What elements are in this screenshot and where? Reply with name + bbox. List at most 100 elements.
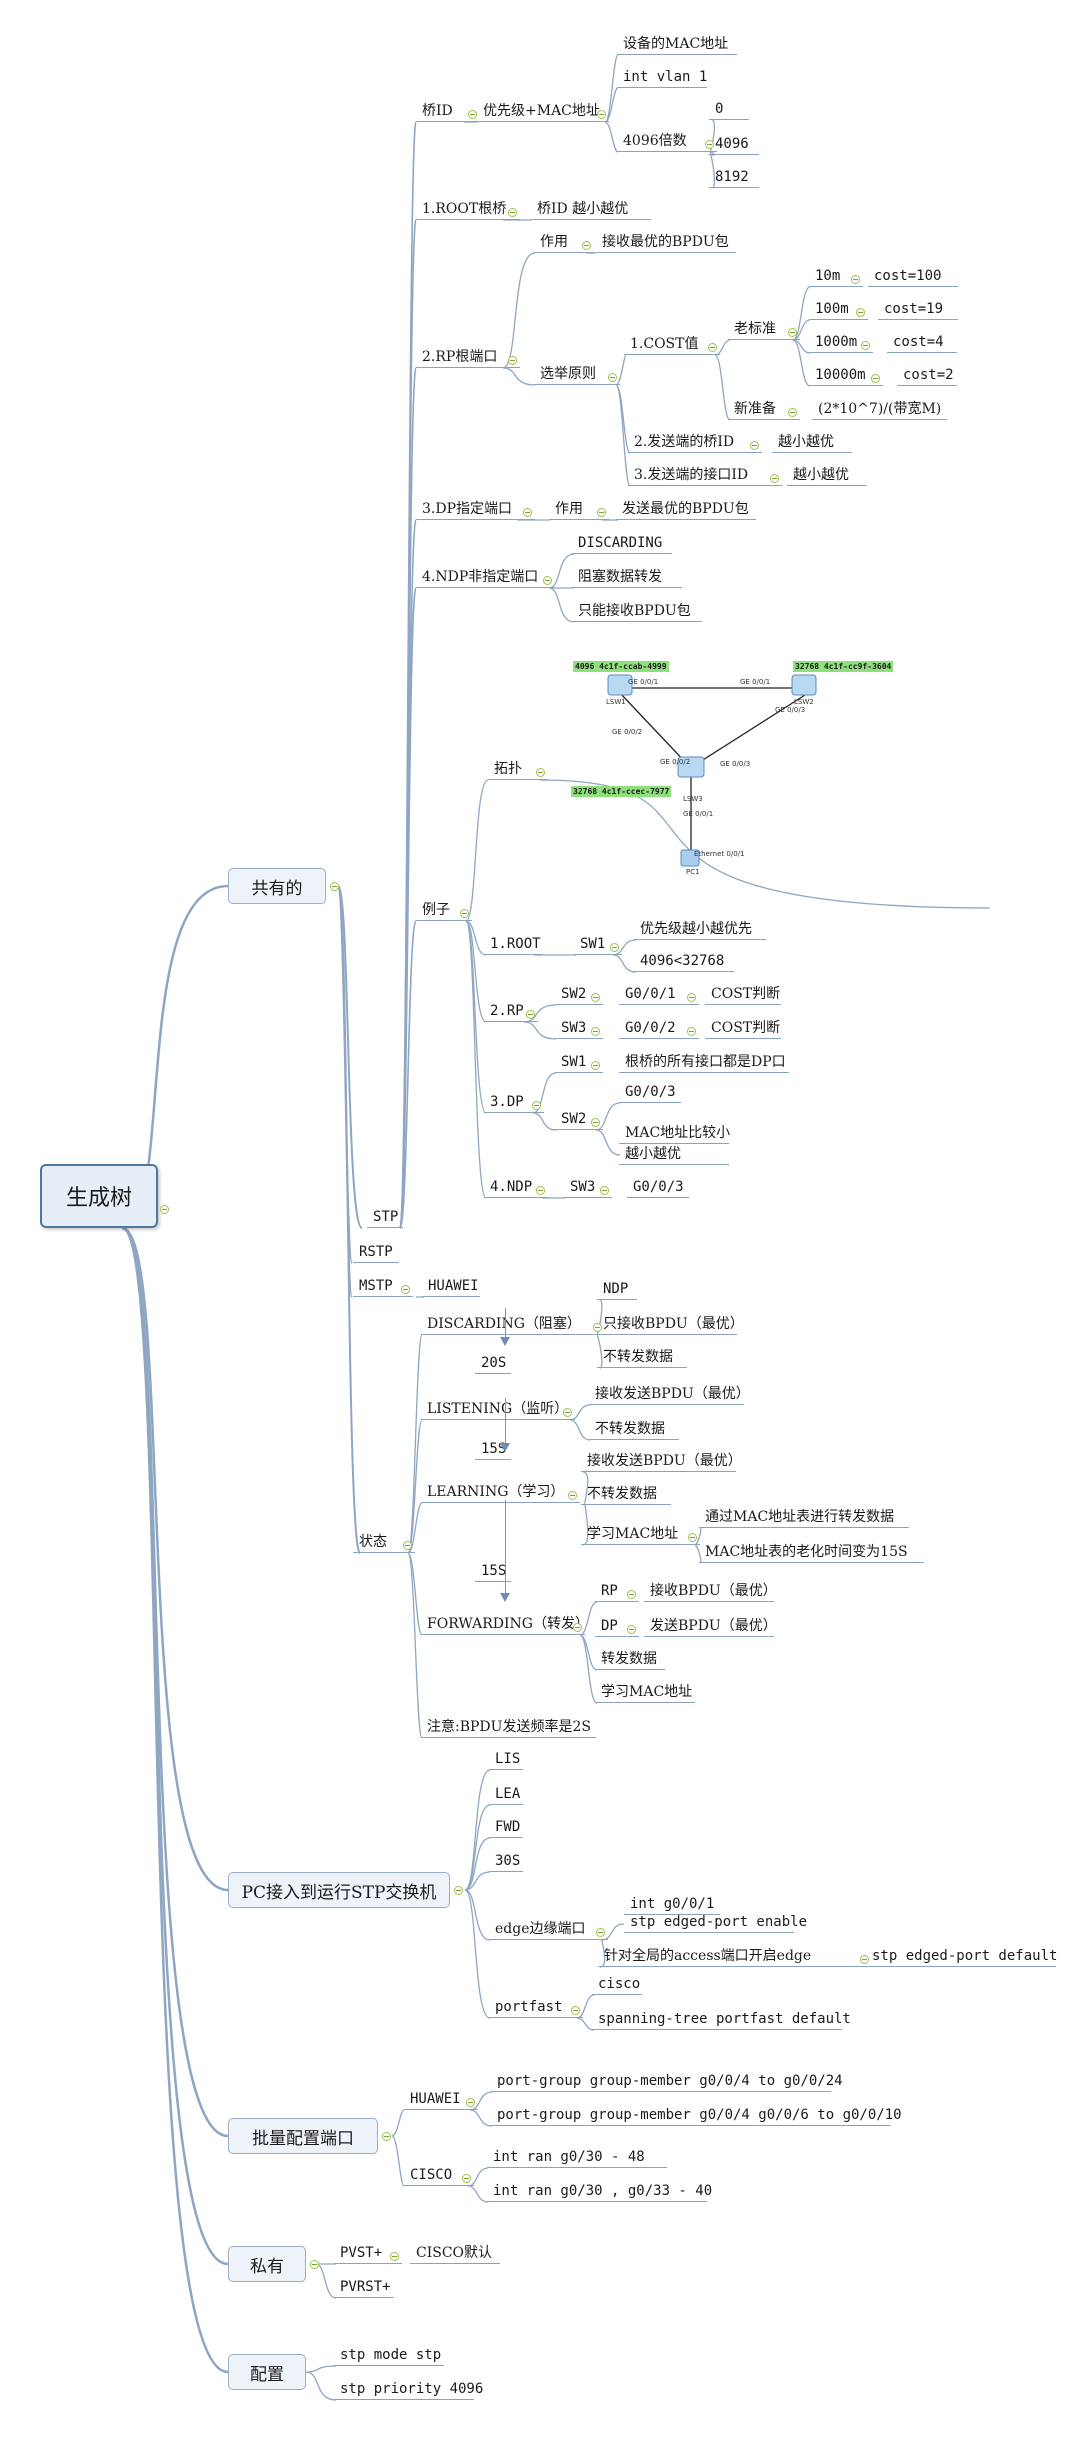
collapse-icon[interactable] bbox=[608, 373, 617, 382]
node-ndp-port[interactable]: 4.NDP非指定端口 bbox=[422, 569, 539, 585]
node-example[interactable]: 例子 bbox=[422, 902, 450, 918]
node-election[interactable]: 选举原则 bbox=[540, 366, 596, 382]
branch-batch[interactable]: 批量配置端口 bbox=[228, 2118, 378, 2154]
node-g003[interactable]: G0/0/3 bbox=[625, 1084, 676, 1100]
node-pf-cmd[interactable]: spanning-tree portfast default bbox=[598, 2011, 851, 2027]
node-f-dp[interactable]: DP bbox=[601, 1618, 618, 1634]
node-g003b[interactable]: G0/0/3 bbox=[633, 1179, 684, 1195]
node-30s[interactable]: 30S bbox=[495, 1853, 521, 1869]
collapse-icon[interactable] bbox=[573, 1623, 582, 1632]
node-le-nofwd[interactable]: 不转发数据 bbox=[587, 1486, 657, 1502]
node-rp-port[interactable]: 2.RP根端口 bbox=[422, 349, 498, 365]
node-10m[interactable]: 10m bbox=[815, 268, 841, 284]
collapse-icon[interactable] bbox=[610, 943, 619, 952]
collapse-icon[interactable] bbox=[705, 140, 714, 149]
node-edge-global[interactable]: 针对全局的access端口开启edge bbox=[604, 1948, 812, 1964]
node-stp[interactable]: STP bbox=[373, 1209, 399, 1225]
collapse-icon[interactable] bbox=[591, 1027, 600, 1036]
node-hw1[interactable]: port-group group-member g0/0/4 to g0/0/2… bbox=[497, 2073, 843, 2089]
collapse-icon[interactable] bbox=[687, 993, 696, 1002]
collapse-icon[interactable] bbox=[382, 2132, 391, 2141]
node-le-mac[interactable]: 学习MAC地址 bbox=[587, 1526, 679, 1542]
node-role[interactable]: 作用 bbox=[540, 234, 568, 250]
branch-pc[interactable]: PC接入到运行STP交换机 bbox=[228, 1872, 450, 1908]
node-batch-cisco[interactable]: CISCO bbox=[410, 2167, 453, 2183]
node-topology[interactable]: 拓扑 bbox=[494, 761, 522, 777]
collapse-icon[interactable] bbox=[600, 1186, 609, 1195]
collapse-icon[interactable] bbox=[591, 1061, 600, 1070]
collapse-icon[interactable] bbox=[390, 2252, 399, 2261]
node-device-mac[interactable]: 设备的MAC地址 bbox=[623, 36, 729, 52]
node-lis[interactable]: LIS bbox=[495, 1751, 521, 1767]
node-rstp[interactable]: RSTP bbox=[359, 1244, 393, 1260]
collapse-icon[interactable] bbox=[627, 1590, 636, 1599]
branch-shared[interactable]: 共有的 bbox=[228, 868, 326, 904]
node-sender-pid[interactable]: 3.发送端的接口ID bbox=[634, 467, 749, 483]
node-dp-role-text[interactable]: 发送最优的BPDU包 bbox=[622, 501, 749, 517]
collapse-icon[interactable] bbox=[627, 1625, 636, 1634]
collapse-icon[interactable] bbox=[591, 993, 600, 1002]
collapse-icon[interactable] bbox=[582, 241, 591, 250]
node-priority-mac[interactable]: 优先级+MAC地址 bbox=[483, 103, 600, 119]
node-edge-cmd2[interactable]: stp edged-port enable bbox=[630, 1914, 808, 1930]
node-c1[interactable]: int ran g0/30 - 48 bbox=[493, 2149, 645, 2165]
collapse-icon[interactable] bbox=[851, 275, 860, 284]
node-pvst-text[interactable]: CISCO默认 bbox=[416, 2245, 493, 2261]
collapse-icon[interactable] bbox=[871, 374, 880, 383]
collapse-icon[interactable] bbox=[532, 1101, 541, 1110]
node-lea[interactable]: LEA bbox=[495, 1786, 521, 1802]
node-note[interactable]: 注意:BPDU发送频率是2S bbox=[427, 1719, 591, 1735]
node-mstp[interactable]: MSTP bbox=[359, 1278, 393, 1294]
node-rule-bid[interactable]: 越小越优 bbox=[778, 434, 834, 450]
node-ndp-3[interactable]: 只能接收BPDU包 bbox=[578, 603, 691, 619]
node-g002[interactable]: G0/0/2 bbox=[625, 1020, 676, 1036]
node-mac-fwd[interactable]: 通过MAC地址表进行转发数据 bbox=[705, 1509, 895, 1525]
node-formula[interactable]: (2*10^7)/(带宽M) bbox=[818, 401, 942, 417]
node-t15a[interactable]: 15S bbox=[481, 1441, 507, 1457]
node-forwarding[interactable]: FORWARDING（转发） bbox=[427, 1616, 589, 1632]
node-l-recv[interactable]: 接收发送BPDU（最优） bbox=[595, 1386, 750, 1402]
collapse-icon[interactable] bbox=[788, 408, 797, 417]
node-cost100[interactable]: cost=100 bbox=[874, 268, 942, 284]
node-f-mac[interactable]: 学习MAC地址 bbox=[601, 1684, 693, 1700]
node-states[interactable]: 状态 bbox=[359, 1534, 387, 1550]
node-root-rule[interactable]: 桥ID 越小越优 bbox=[537, 201, 629, 217]
node-edge-global-cmd[interactable]: stp edged-port default bbox=[872, 1948, 1058, 1964]
node-4096[interactable]: 4096倍数 bbox=[623, 133, 687, 149]
node-g001[interactable]: G0/0/1 bbox=[625, 986, 676, 1002]
collapse-icon[interactable] bbox=[468, 110, 477, 119]
collapse-icon[interactable] bbox=[543, 576, 552, 585]
collapse-icon[interactable] bbox=[750, 441, 759, 450]
node-portfast[interactable]: portfast bbox=[495, 1999, 563, 2015]
node-dp-role[interactable]: 作用 bbox=[555, 501, 583, 517]
node-l-nofwd[interactable]: 不转发数据 bbox=[595, 1421, 665, 1437]
collapse-icon[interactable] bbox=[454, 1886, 463, 1895]
collapse-icon[interactable] bbox=[508, 208, 517, 217]
node-sw2a[interactable]: SW2 bbox=[561, 986, 587, 1002]
node-root-bridge[interactable]: 1.ROOT根桥 bbox=[422, 201, 507, 217]
node-dp-all[interactable]: 根桥的所有接口都是DP口 bbox=[625, 1054, 786, 1070]
node-rule-pid[interactable]: 越小越优 bbox=[793, 467, 849, 483]
collapse-icon[interactable] bbox=[688, 1533, 697, 1542]
collapse-icon[interactable] bbox=[563, 1408, 572, 1417]
node-f-rp[interactable]: RP bbox=[601, 1583, 618, 1599]
node-v0[interactable]: 0 bbox=[715, 101, 724, 117]
node-cost[interactable]: 1.COST值 bbox=[630, 336, 699, 352]
node-edge-cmd1[interactable]: int g0/0/1 bbox=[630, 1896, 715, 1912]
node-sw3b[interactable]: SW3 bbox=[570, 1179, 596, 1195]
collapse-icon[interactable] bbox=[687, 1027, 696, 1036]
node-cost-judge-2[interactable]: COST判断 bbox=[711, 1020, 781, 1036]
node-mac-age[interactable]: MAC地址表的老化时间变为15S bbox=[705, 1544, 908, 1560]
node-root-why[interactable]: 优先级越小越优先 bbox=[640, 921, 752, 937]
node-bridge-id[interactable]: 桥ID bbox=[422, 103, 453, 119]
collapse-icon[interactable] bbox=[788, 328, 797, 337]
collapse-icon[interactable] bbox=[860, 1955, 869, 1964]
node-v1[interactable]: 4096 bbox=[715, 136, 749, 152]
collapse-icon[interactable] bbox=[160, 1205, 169, 1214]
collapse-icon[interactable] bbox=[466, 2098, 475, 2107]
node-cfg1[interactable]: stp mode stp bbox=[340, 2347, 442, 2363]
node-dp-port[interactable]: 3.DP指定端口 bbox=[422, 501, 513, 517]
node-1000m[interactable]: 1000m bbox=[815, 334, 858, 350]
branch-config[interactable]: 配置 bbox=[228, 2354, 306, 2390]
node-c2[interactable]: int ran g0/30 , g0/33 - 40 bbox=[493, 2183, 713, 2199]
